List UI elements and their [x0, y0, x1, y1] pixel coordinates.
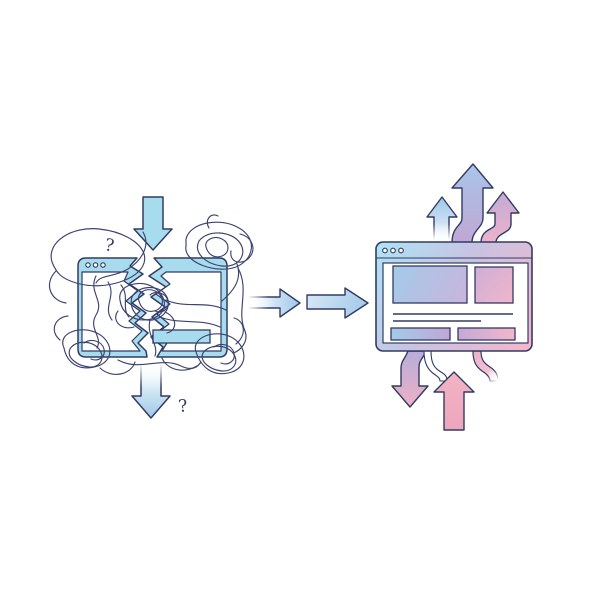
content-block — [152, 329, 211, 344]
down-arrow-top — [133, 196, 173, 251]
scribble-line — [197, 232, 244, 267]
hero-block — [392, 265, 468, 304]
scribble-line — [115, 310, 135, 329]
scribble-line — [53, 315, 69, 341]
right-arrow-2 — [306, 287, 369, 319]
scribble-line — [117, 359, 202, 370]
scribble-line — [194, 333, 245, 375]
scribble-line — [48, 270, 67, 304]
scribble-line — [83, 340, 105, 361]
scribble-line — [148, 319, 157, 357]
window-control-dot — [92, 262, 99, 268]
right-arrow-1 — [247, 288, 301, 318]
scribble-line — [205, 237, 229, 258]
scribble-line — [137, 289, 163, 312]
scribble-tangle — [48, 214, 254, 375]
scribble-line — [93, 275, 100, 349]
window-control-dot — [85, 262, 91, 268]
question-mark-top: ? — [103, 235, 115, 256]
window-control-dot — [390, 247, 396, 254]
broken-window-group: ? ? — [48, 196, 254, 419]
broken-window-left-content — [81, 271, 143, 352]
down-arrow-curved — [391, 350, 429, 408]
up-arrow-small — [426, 196, 458, 241]
scribble-line — [159, 316, 221, 328]
scribble-line — [201, 345, 237, 372]
scribble-line — [130, 287, 169, 321]
window-control-dot — [100, 262, 106, 268]
scribble-line — [165, 299, 227, 311]
window-control-dot — [382, 247, 388, 254]
down-arrow-bottom — [131, 362, 171, 419]
scribble-line — [68, 341, 103, 368]
scribble-line — [119, 282, 165, 321]
scribble-line — [230, 233, 254, 263]
scribble-line — [62, 329, 111, 369]
footer-block-right — [457, 327, 516, 341]
up-arrow-curved — [480, 191, 520, 244]
question-mark-bottom: ? — [177, 396, 188, 417]
window-control-dot — [398, 247, 404, 254]
organized-window-group — [375, 163, 533, 431]
scribble-line — [120, 284, 130, 318]
scribble-line — [206, 214, 219, 229]
scribble-line — [95, 231, 147, 284]
scribble-line — [164, 311, 176, 334]
up-arrow-pink — [433, 371, 475, 431]
pink-tail — [472, 350, 499, 382]
scribble-line — [50, 228, 146, 287]
scribble-line — [107, 281, 113, 321]
ghost-tail — [423, 350, 448, 382]
scribble-line — [233, 317, 244, 345]
scribble-line — [232, 267, 247, 354]
side-block — [474, 266, 514, 304]
transform-arrows-group — [247, 287, 369, 319]
footer-block-left — [390, 327, 451, 341]
